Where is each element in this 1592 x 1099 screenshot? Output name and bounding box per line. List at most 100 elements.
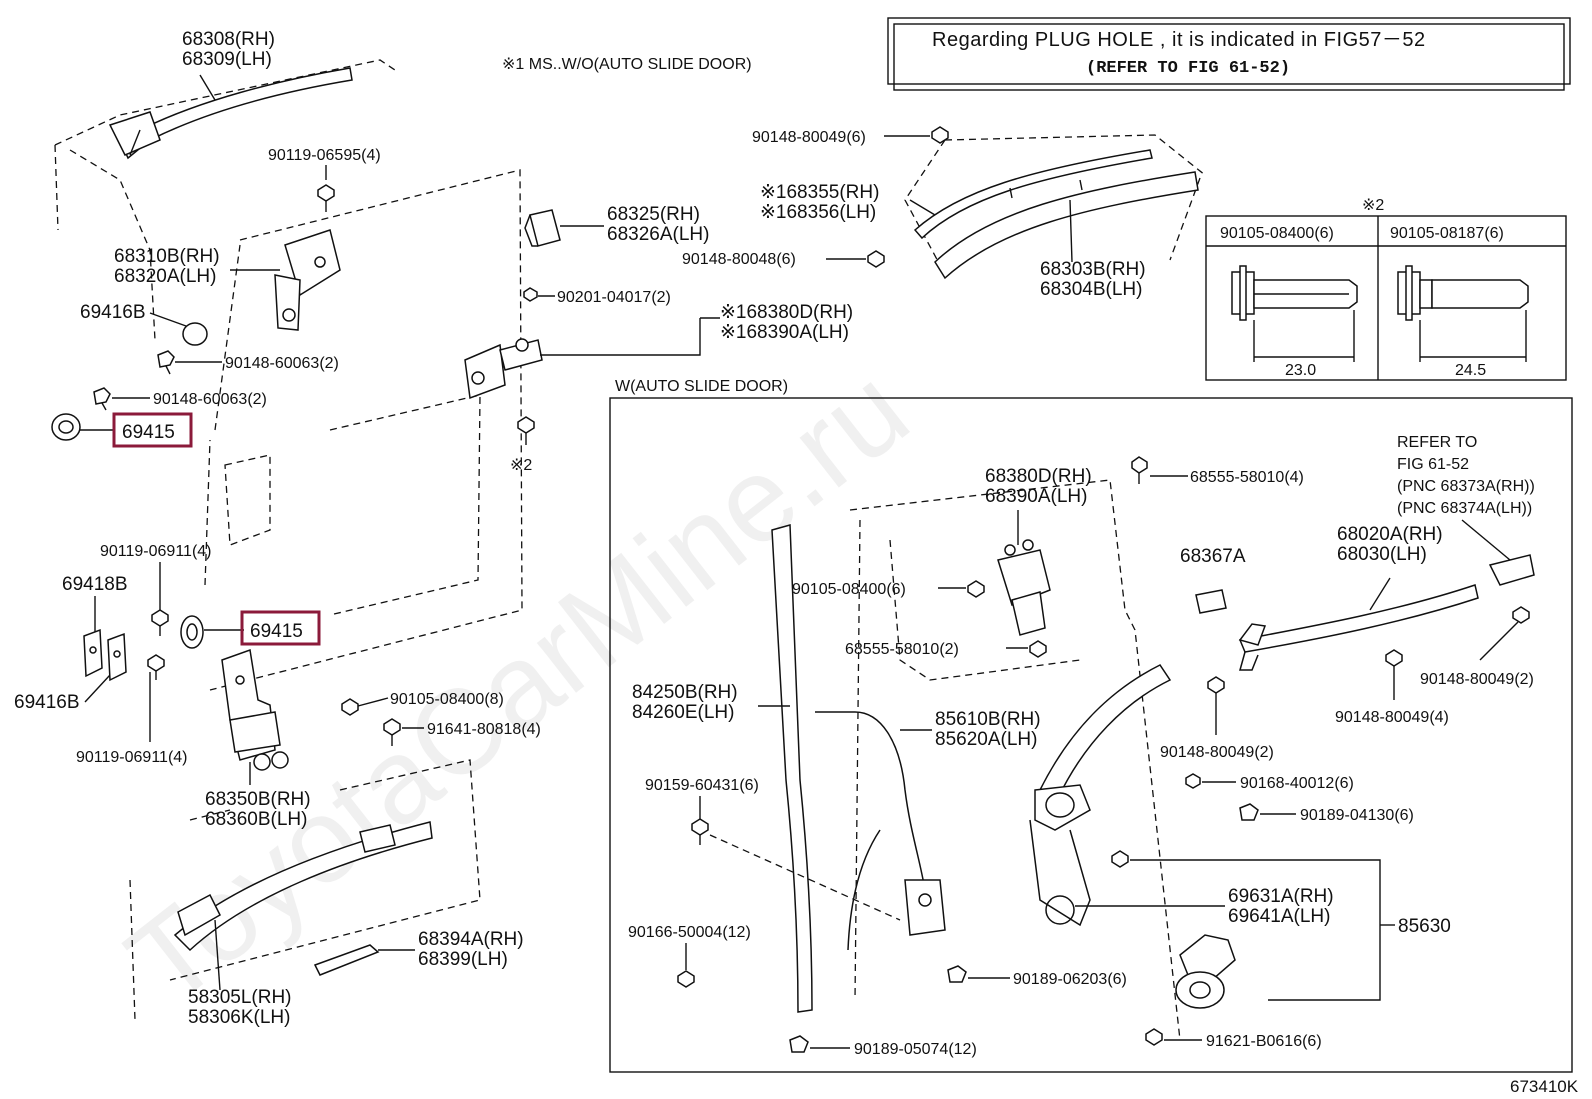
upper-hinge-68310 [274,229,341,331]
bolt-icon [691,818,709,845]
bolt-icon [517,416,535,445]
callout-90148-80049-4: 90148-80049(4) [1335,709,1449,726]
leader-58305 [214,919,221,991]
callout-68020a-rh: 68020A(RH) [1337,524,1443,545]
center-hinge-168380 [464,338,543,400]
regulator-arm [1029,664,1172,927]
clip-icon [1239,803,1259,821]
leader-refer-to [1461,519,1511,561]
bracket-85630 [1130,859,1381,1001]
leader-69416b-top [149,312,187,327]
callout-69631a-rh: 69631A(RH) [1228,886,1334,907]
callout-91621-b0616: 91621-B0616(6) [1206,1033,1322,1050]
auto-door-outline [849,479,1181,1041]
bracket-68394 [313,944,380,976]
callout-69415-top: 69415 [122,422,175,443]
leader-90105-08400-8 [357,697,389,707]
callout-90148-60063-b: 90148-60063(2) [153,391,267,408]
door-outline [54,59,523,1021]
bolt-icon [383,718,401,746]
stopper-68325 [524,209,561,247]
refer-to-line-1: REFER TO [1397,434,1477,451]
callout-68555-58010-2: 68555-58010(2) [845,641,959,658]
cable-85610b [815,711,946,951]
callout-68030-lh: 68030(LH) [1337,544,1427,565]
callout-168355-rh: ※168355(RH) [760,182,879,203]
bolt-icon [341,698,359,716]
callout-68367a: 68367A [1180,546,1246,567]
callout-168380d-rh: ※168380D(RH) [720,302,853,323]
rail-68020a [1238,584,1479,671]
leader-68303 [1069,199,1073,263]
clip-icon [947,965,967,983]
nut-icon [523,287,538,302]
bolt-icon [1145,1028,1163,1046]
bolt-2-drawing [1397,265,1529,362]
callout-58306k-lh: 58306K(LH) [188,1007,290,1028]
callout-68394a-rh: 68394A(RH) [418,929,524,950]
refer-to-line-2: FIG 61-52 [1397,456,1469,473]
bolt-icon [867,250,885,268]
callout-68350b-rh: 68350B(RH) [205,789,311,810]
dash-90159 [709,834,901,921]
callout-90189-05074: 90189-05074(12) [854,1041,977,1058]
callout-85630: 85630 [1398,916,1451,937]
glass-run-84250b [771,524,813,1013]
callout-68303b-rh: 68303B(RH) [1040,259,1146,280]
callout-85620a-lh: 85620A(LH) [935,729,1037,750]
callout-90119-06911-a: 90119-06911(4) [100,543,212,560]
bolt-1-drawing [1231,265,1358,362]
upper-rail-68308 [108,67,353,160]
bolt-icon [1131,456,1148,484]
highlight-69415-bottom [240,610,321,646]
callout-90148-60063-a: 90148-60063(2) [225,355,339,372]
screw-icon [93,387,111,411]
rail-dash-outline [904,134,1206,266]
callout-68308-rh: 68308(RH) [182,29,275,50]
plate-69418b [83,628,127,682]
leader-90148-80049-2b [1479,621,1519,661]
callout-91641-80818: 91641-80818(4) [427,721,541,738]
callout-68390a-lh: 68390A(LH) [985,486,1087,507]
callout-90189-04130: 90189-04130(6) [1300,807,1414,824]
bolt-1-length: 23.0 [1285,362,1316,379]
callout-68320a-lh: 68320A(LH) [114,266,216,287]
notice-box: Regarding PLUG HOLE , it is indicated in… [887,17,1571,91]
w-auto-slide-door-title: W(AUTO SLIDE DOOR) [615,378,788,395]
callout-168390a-lh: ※168390A(LH) [720,322,849,343]
callout-90159-60431: 90159-60431(6) [645,777,759,794]
figure-code: 673410K [1510,1077,1579,1096]
bolt-icon [1512,606,1530,624]
upper-rail-68303 [913,149,1199,280]
bolt-icon [1207,676,1225,735]
bolt-icon [1385,649,1403,700]
motor-85630 [1175,934,1236,1009]
clip-icon [789,1035,809,1053]
callout-68308-lh: 68309(LH) [182,49,272,70]
bolt-icon [931,126,949,144]
bolt-icon [677,970,695,988]
callout-84250b-rh: 84250B(RH) [632,682,738,703]
callout-69415-bottom: 69415 [250,621,303,642]
bumper-69415-top [51,413,81,441]
nut-icon [1185,773,1201,789]
star2-hinge-note: ※2 [510,457,532,474]
callout-68380d-rh: 68380D(RH) [985,466,1092,487]
callout-90166-50004: 90166-50004(12) [628,924,751,941]
callout-68304b-lh: 68304B(LH) [1040,279,1142,300]
notice-line-1: Regarding PLUG HOLE , it is indicated in… [932,29,1426,51]
bolt-table-label: ※2 [1362,197,1384,214]
ms-note: ※1 MS..W/O(AUTO SLIDE DOOR) [502,56,752,73]
callout-69416b-top: 69416B [80,302,146,323]
callout-90201-04017: 90201-04017(2) [557,289,671,306]
callout-84260e-lh: 84260E(LH) [632,702,734,723]
leader-68308 [199,74,216,101]
bolt-icon [151,609,169,636]
plug-69415-bottom [180,615,204,649]
leader-68020a [1369,577,1391,611]
bolt-1-part: 90105-08400(6) [1220,225,1334,242]
callout-68555-58010-4: 68555-58010(4) [1190,469,1304,486]
callout-168356-lh: ※168356(LH) [760,202,876,223]
auto-slide-door-box [609,397,1573,1073]
